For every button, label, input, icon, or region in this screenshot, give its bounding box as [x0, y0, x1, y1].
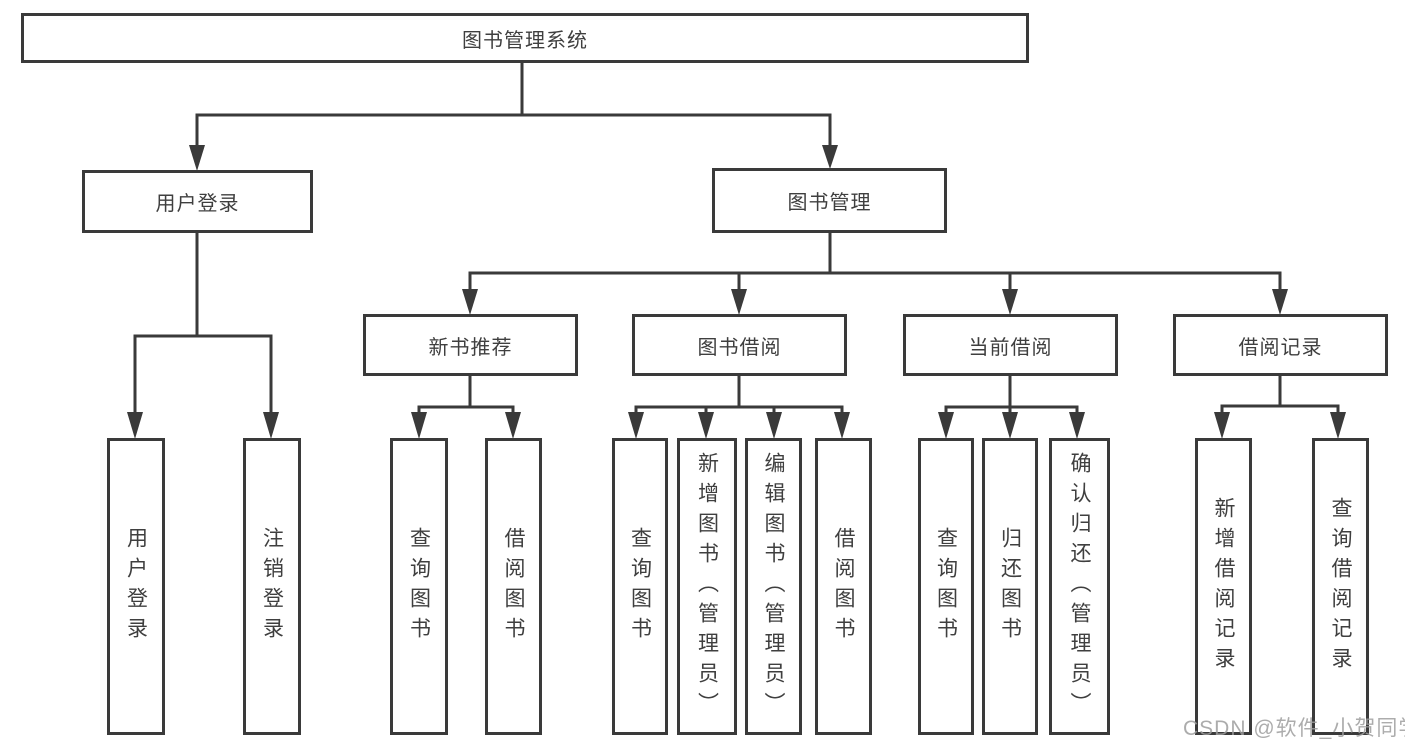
node-library-management-system: 图书管理系统 — [21, 13, 1029, 63]
arrow-down-icon — [822, 145, 838, 169]
connector-root-to-level2 — [189, 63, 838, 171]
arrow-down-icon — [938, 412, 954, 439]
node-user-login: 用户登录 — [82, 170, 313, 233]
arrow-down-icon — [127, 412, 143, 439]
leaf-query-books-newbook: 查询图书 — [390, 438, 448, 735]
arrow-down-icon — [411, 412, 427, 439]
arrow-down-icon — [1330, 412, 1346, 439]
leaf-confirm-return-admin: 确认归还（管理员） — [1049, 438, 1110, 735]
leaf-return-books: 归还图书 — [982, 438, 1038, 735]
arrow-down-icon — [462, 289, 478, 315]
arrow-down-icon — [1214, 412, 1230, 439]
connector-borrow-record-children — [1214, 376, 1346, 439]
leaf-query-books-current: 查询图书 — [918, 438, 974, 735]
arrow-down-icon — [628, 412, 644, 439]
arrow-down-icon — [1069, 412, 1085, 439]
leaf-borrow-books-newbook: 借阅图书 — [485, 438, 542, 735]
leaf-logout: 注销登录 — [243, 438, 301, 735]
leaf-user-login: 用户登录 — [107, 438, 165, 735]
leaf-query-books-borrowing: 查询图书 — [612, 438, 668, 735]
node-book-borrowing: 图书借阅 — [632, 314, 847, 376]
arrow-down-icon — [189, 145, 205, 171]
connector-user-login-children — [127, 233, 279, 439]
leaf-edit-books-admin: 编辑图书（管理员） — [745, 438, 802, 735]
csdn-watermark: CSDN @软件_小贺同学 — [1183, 717, 1405, 740]
leaf-query-borrow-record: 查询借阅记录 — [1312, 438, 1369, 735]
connector-book-mgmt-to-level3 — [462, 233, 1288, 315]
node-new-book-recommendation: 新书推荐 — [363, 314, 578, 376]
connector-current-borrow-children — [938, 376, 1085, 439]
node-current-borrowing: 当前借阅 — [903, 314, 1118, 376]
arrow-down-icon — [505, 412, 521, 439]
arrow-down-icon — [766, 412, 782, 439]
arrow-down-icon — [1002, 412, 1018, 439]
arrow-down-icon — [698, 412, 714, 439]
node-book-management: 图书管理 — [712, 168, 947, 233]
arrow-down-icon — [1272, 289, 1288, 315]
arrow-down-icon — [1002, 289, 1018, 315]
arrow-down-icon — [263, 412, 279, 439]
leaf-borrow-books-borrowing: 借阅图书 — [815, 438, 872, 735]
leaf-add-books-admin: 新增图书（管理员） — [677, 438, 737, 735]
leaf-add-borrow-record: 新增借阅记录 — [1195, 438, 1252, 735]
node-borrowing-records: 借阅记录 — [1173, 314, 1388, 376]
arrow-down-icon — [731, 289, 747, 315]
arrow-down-icon — [834, 412, 850, 439]
connector-new-book-children — [411, 376, 521, 439]
connector-book-borrow-children — [628, 376, 850, 439]
